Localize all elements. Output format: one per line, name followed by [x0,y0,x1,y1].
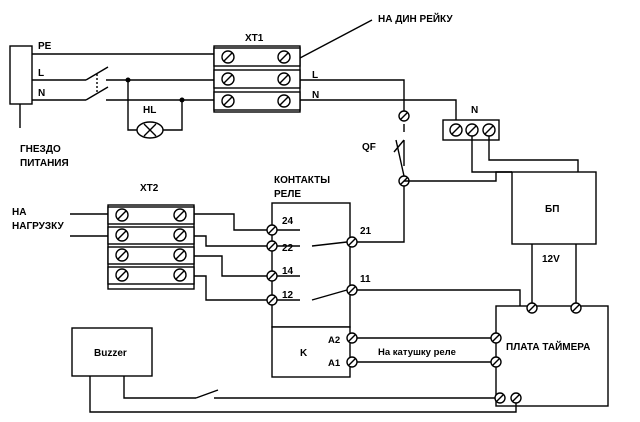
label-relay-line1: КОНТАКТЫ [274,175,330,186]
xt1-screws [221,50,291,108]
qf-switch [395,124,405,177]
wire-n-right [300,99,457,120]
wire-xt2-24 [194,213,268,231]
n-terminal-screws [449,123,496,137]
wire-qf-to-bp [404,171,512,182]
label-l-left: L [38,68,44,79]
wire-n-to-relay [471,136,512,173]
label-din-rail: НА ДИН РЕЙКУ [378,12,453,25]
switch-n [85,86,109,101]
qf-contact [393,139,405,166]
label-c12: 12 [282,290,294,301]
label-c22: 22 [282,243,294,254]
label-hl: HL [143,105,156,116]
xt1-row1 [213,47,301,67]
label-12v: 12V [542,254,560,265]
hl-lamp-cross [143,123,157,137]
label-coil: На катушку реле [378,347,456,358]
hl-wire-left [127,80,138,131]
bp-box [511,171,597,245]
relay-contacts-box [271,202,351,328]
label-load-line1: НА [12,207,26,218]
xt1-row3 [213,91,301,111]
xt1-row2 [213,69,301,89]
label-n-right: N [312,90,319,101]
label-xt2: XT2 [140,183,159,194]
timer-board [495,305,609,407]
label-c24: 24 [282,216,294,227]
label-bp: БП [545,204,559,215]
relay-contact-12-11 [277,289,348,301]
label-c14: 14 [282,266,294,277]
label-relay-line2: РЕЛЕ [274,189,301,200]
label-socket-line2: ПИТАНИЯ [20,158,69,169]
xt2-row1 [107,206,195,225]
label-n-terminal: N [471,105,478,116]
label-qf: QF [362,142,376,153]
relay-coil-box [271,326,351,378]
din-leader [299,19,373,59]
wire-buzzer-1 [123,376,196,399]
label-a2: A2 [328,335,340,346]
hl-node-l [125,77,131,83]
power-socket [9,45,33,105]
label-socket-line1: ГНЕЗДО [20,144,61,155]
wire-11-to-timer [357,289,521,306]
buzzer-switch [195,389,219,399]
label-c21: 21 [360,226,372,237]
switch-l [85,66,109,81]
label-k: K [300,348,308,359]
label-a1: A1 [328,358,341,369]
label-n-left: N [38,88,45,99]
wire-buzzer-2 [89,376,517,413]
label-l-right: L [312,70,318,81]
wire-xt2-14 [194,255,268,277]
hl-wire-right [162,100,183,131]
hl-node-n [179,97,185,103]
label-buzzer: Buzzer [94,348,127,359]
wire-xt2-22 [194,235,268,247]
relay-contact-22-21 [277,241,348,247]
wire-l-right [300,79,405,112]
label-c11: 11 [360,274,371,285]
label-timer-board: ПЛАТА ТАЙМЕРА [506,340,590,353]
label-pe: PE [38,41,52,52]
wire-qf-to-relay21 [352,186,405,243]
label-load-line2: НАГРУЗКУ [12,221,64,232]
buzzer-box [71,327,153,377]
label-xt1: XT1 [245,33,264,44]
wire-xt2-12 [194,275,268,301]
wire-n-to-bp [488,136,579,172]
xt2-screws [115,208,187,282]
